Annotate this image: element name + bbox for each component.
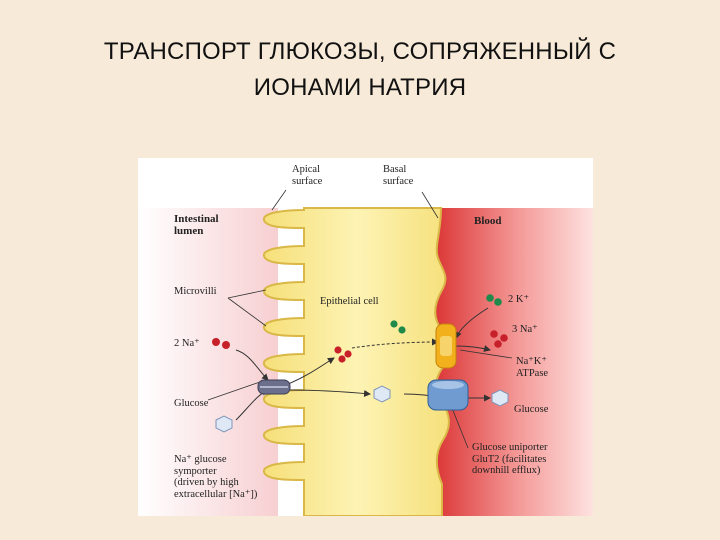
symporter-line-1: Na⁺ glucose [174,454,227,465]
apical-pointer [271,189,287,211]
na-ion [490,330,498,338]
na-to-pump-arrow [351,338,439,349]
lumen-line-2: lumen [174,224,204,237]
blood-label: Blood [474,215,502,227]
atpase-pointer [459,349,513,359]
symporter-line-4: extracellular [Na⁺]) [174,488,258,500]
atpase-line-1: Na⁺K⁺ [516,356,547,367]
slide-title: ТРАНСПОРТ ГЛЮКОЗЫ, СОПРЯЖЕННЫЙ С ИОНАМИ … [0,34,720,106]
k-ion [494,298,502,306]
symporter-line-3: (driven by high [174,477,239,488]
na-ion [500,334,508,342]
title-line-1: ТРАНСПОРТ ГЛЮКОЗЫ, СОПРЯЖЕННЫЙ С [103,38,617,65]
glucose-molecules [215,385,509,433]
na-ion [494,340,502,348]
microvilli-pointer-1 [227,289,267,299]
na-entry-arrow [235,349,269,381]
atpase-line-2: ATPase [516,367,549,379]
potassium-ions [390,294,502,334]
epithelial-cell-label: Epithelial cell [320,296,379,307]
glucose-molecule [215,415,233,433]
uniporter-line-2: GluT2 (facilitates [472,453,547,465]
uniporter-label: Glucose uniporter GluT2 (facilitates dow… [472,442,548,477]
k-in-arrow [454,307,489,339]
lumen-line-1: Intestinal [174,213,219,225]
apical-line-2: surface [292,175,323,187]
glucose-into-cell-arrow [287,389,371,397]
symporter-label: Na⁺ glucose symporter (driven by high ex… [174,454,257,500]
basal-pointer [421,191,439,219]
k-ion [398,326,406,334]
basal-line-2: surface [383,175,414,187]
basal-surface-label: Basal surface [383,164,413,187]
uniporter-line-1: Glucose uniporter [472,442,548,453]
na-ion [222,341,230,349]
diagram-canvas [138,158,593,516]
k-ion [486,294,494,302]
lumen-glucose-label: Glucose [174,398,209,409]
glucose-molecule [373,385,391,403]
glucose-transport-diagram: Apical surface Basal surface Intestinal … [138,158,593,516]
lumen-sodium-label: 2 Na⁺ [174,338,200,349]
atpase-label: Na⁺K⁺ ATPase [516,356,548,379]
uniporter-top [432,381,464,389]
atpase-core [440,336,452,356]
title-line-2: ИОНАМИ НАТРИЯ [253,74,467,101]
na-out-arrow [455,345,491,352]
blood-glucose-label: Glucose [514,404,549,415]
blood-potassium-label: 2 K⁺ [508,294,529,305]
uniporter-line-3: downhill efflux) [472,465,541,476]
apical-line-1: Apical [292,164,320,175]
na-ion [338,355,346,363]
symporter-line-2: symporter [174,465,217,477]
sodium-ions [212,330,508,363]
apical-surface-label: Apical surface [292,164,322,187]
na-into-cell-arrow [287,357,335,385]
na-ion [212,338,220,346]
symporter-pointer [207,381,261,401]
k-ion [390,320,398,328]
glucose-molecule [491,389,509,407]
na-ion [344,350,352,358]
na-ion [334,346,342,354]
epithelial-cell-shape [263,207,452,516]
intestinal-lumen-area [138,208,278,516]
intestinal-lumen-label: Intestinal lumen [174,213,219,237]
microvilli-label: Microvilli [174,286,217,297]
microvilli-pointer-2 [227,297,267,327]
basal-line-1: Basal [383,164,407,175]
blood-sodium-label: 3 Na⁺ [512,324,538,335]
